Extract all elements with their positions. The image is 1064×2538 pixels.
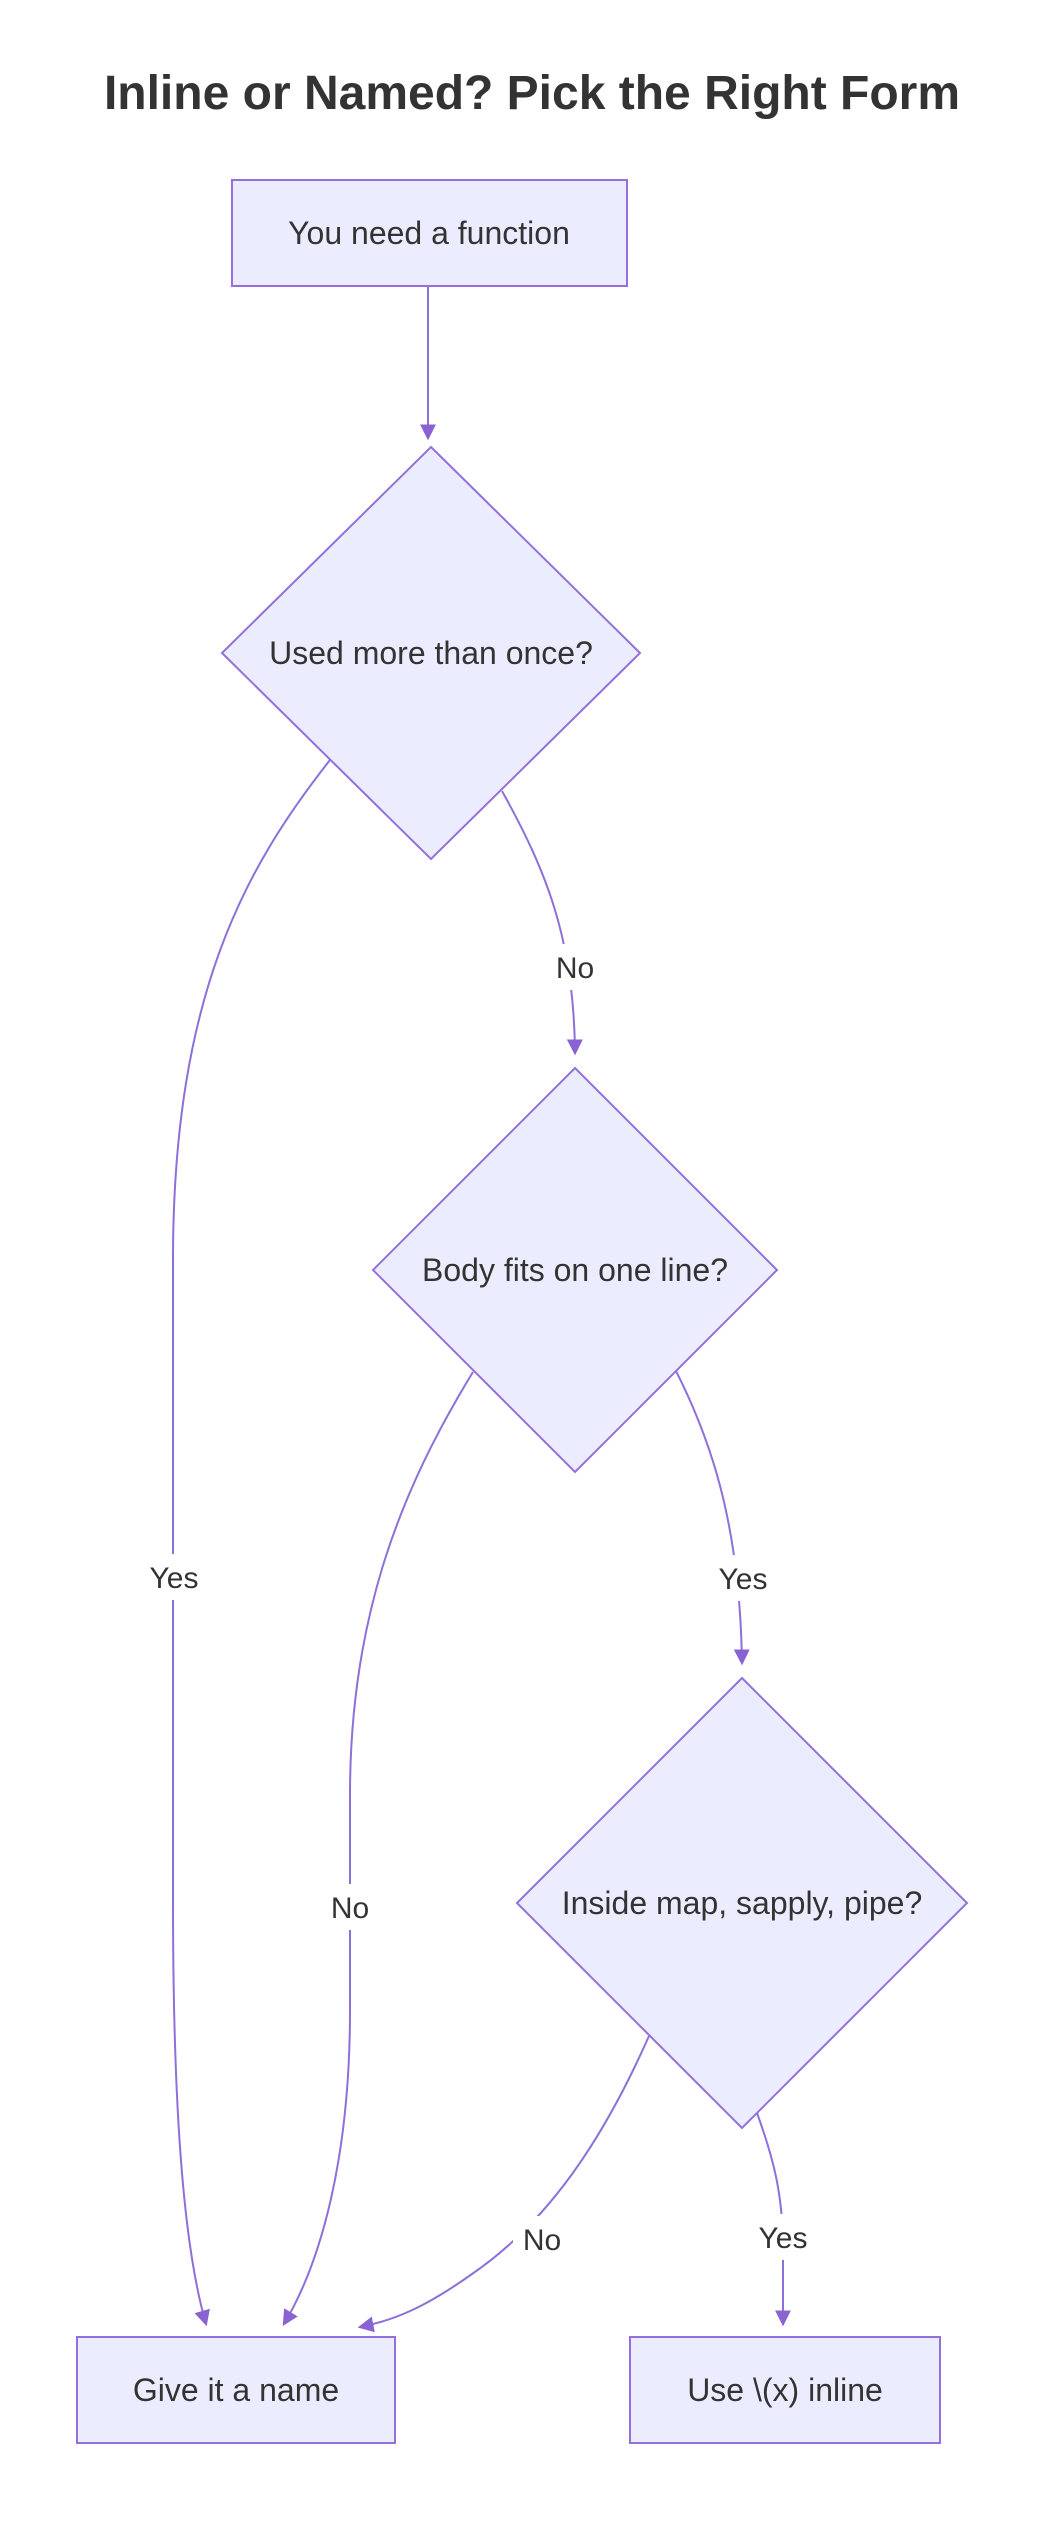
edge-label-background [138, 1554, 210, 1600]
node-context-label: Inside map, sapply, pipe? [562, 1885, 923, 1921]
edge-reuse-to-named [172, 759, 331, 2327]
edge-label-reuse-yes: Yes [138, 1554, 210, 1600]
edge-label-context-yes: Yes [747, 2214, 819, 2260]
edge-label-oneline-no: No [321, 1884, 379, 1930]
node-named-box [76, 2336, 396, 2444]
edge-label-background [546, 944, 604, 990]
node-oneline-label: Body fits on one line? [422, 1252, 728, 1288]
node-oneline-decision: Body fits on one line? [371, 1066, 779, 1474]
edge-oneline-to-named [282, 1371, 474, 2327]
edge-label-text: No [331, 1892, 369, 1925]
node-reuse-label: Used more than once? [269, 635, 593, 671]
edge-label-text: No [556, 952, 594, 985]
edge-label-background [747, 2214, 819, 2260]
edge-oneline-to-context [675, 1370, 750, 1666]
node-named-label: Give it a name [133, 2372, 339, 2408]
diagram-title: Inline or Named? Pick the Right Form [103, 67, 961, 120]
node-oneline-diamond [371, 1066, 779, 1474]
node-start-box [231, 179, 628, 287]
edge-label-text: Yes [759, 2222, 808, 2255]
edge-reuse-to-oneline [501, 790, 583, 1056]
node-inline: Use \(x) inline [629, 2336, 941, 2444]
edge-label-background [513, 2216, 571, 2262]
edge-label-text: No [523, 2224, 561, 2257]
node-context-decision: Inside map, sapply, pipe? [515, 1676, 969, 2130]
edge-label-text: Yes [719, 1563, 768, 1596]
edge-label-oneline-yes: Yes [707, 1555, 779, 1601]
node-inline-box [629, 2336, 941, 2444]
node-reuse-decision: Used more than once? [220, 445, 642, 861]
node-reuse-diamond [220, 445, 642, 861]
edge-label-context-no: No [513, 2216, 571, 2262]
edge-label-reuse-no: No [546, 944, 604, 990]
edge-label-text: Yes [150, 1562, 199, 1595]
node-named: Give it a name [76, 2336, 396, 2444]
edge-context-to-named [357, 2035, 650, 2333]
node-inline-label: Use \(x) inline [687, 2372, 883, 2408]
node-context-diamond [515, 1676, 969, 2130]
node-start-label: You need a function [288, 215, 570, 251]
edge-label-background [321, 1884, 379, 1930]
node-start: You need a function [231, 179, 628, 287]
edge-label-background [707, 1555, 779, 1601]
